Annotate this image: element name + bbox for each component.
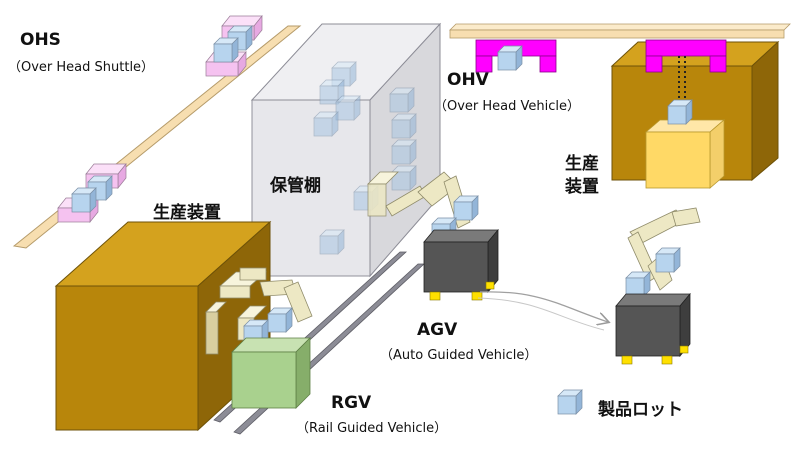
ohs-shuttle-bottom (57, 163, 127, 223)
ohv-vehicle-left (475, 39, 557, 73)
rgv-subtitle: （Rail Guided Vehicle） (296, 421, 448, 436)
agv-movement-arrow (477, 291, 608, 331)
rgv-title: RGV (331, 393, 372, 413)
storage-shelf (250, 22, 442, 278)
agv-subtitle: （Auto Guided Vehicle） (380, 348, 538, 363)
production-equipment-left-label: 生産装置 (153, 203, 221, 223)
agv-vehicle-right (615, 207, 701, 365)
production-equipment-right (610, 40, 780, 189)
rgv-robot-arm (205, 267, 313, 355)
storage-shelf-label: 保管棚 (270, 176, 321, 196)
ohs-shuttle-top (205, 15, 263, 77)
agv-title: AGV (417, 320, 458, 340)
agv-vehicle-left (423, 228, 499, 301)
legend-lot-icon (557, 389, 583, 415)
rgv-vehicle (231, 337, 311, 409)
ohs-subtitle: （Over Head Shuttle） (8, 60, 155, 75)
agv-robot-arm (367, 171, 479, 243)
legend-lot-label: 製品ロット (598, 400, 683, 420)
ohv-subtitle: （Over Head Vehicle） (434, 99, 581, 114)
production-equipment-right-label-1: 生産 (565, 154, 599, 174)
ohv-vehicle-right (645, 39, 727, 125)
ohv-rail (449, 23, 791, 39)
ohs-title: OHS (20, 30, 61, 50)
ohv-title: OHV (447, 70, 489, 90)
production-equipment-right-label-2: 装置 (565, 177, 599, 197)
